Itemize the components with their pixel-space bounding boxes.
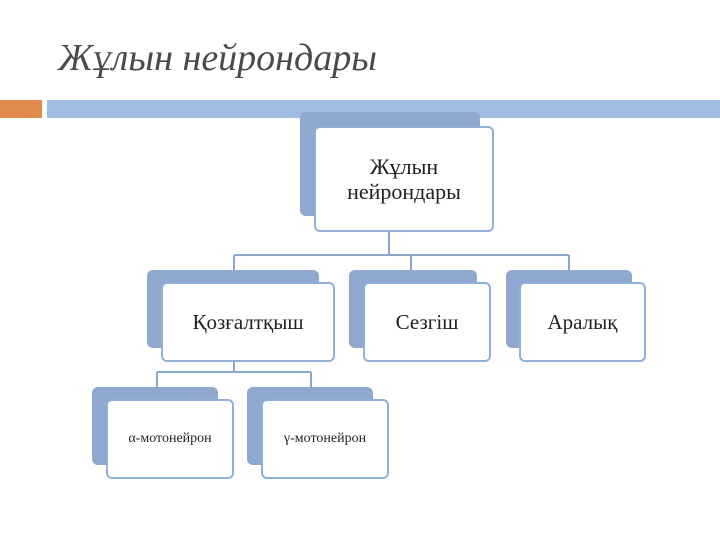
node-gamma: γ-мотонейрон [261,399,389,479]
root-node: Жұлын нейрондары [314,126,494,232]
node-alpha: α-мотонейрон [106,399,234,479]
node-alpha-label: α-мотонейрон [128,430,212,446]
node-sezgish: Сезгіш [363,282,491,362]
accent-square [0,100,42,118]
node-kozgaltkysh-label: Қозғалтқыш [192,309,304,334]
node-aralyk-label: Аралық [547,309,618,334]
node-sezgish-label: Сезгіш [395,309,459,334]
accent-bar [47,100,720,118]
node-aralyk: Аралық [519,282,646,362]
root-node-label: Жұлын нейрондары [347,153,461,204]
node-gamma-label: γ-мотонейрон [283,430,367,446]
node-kozgaltkysh: Қозғалтқыш [161,282,335,362]
slide-title: Жұлын нейрондары [58,37,377,79]
